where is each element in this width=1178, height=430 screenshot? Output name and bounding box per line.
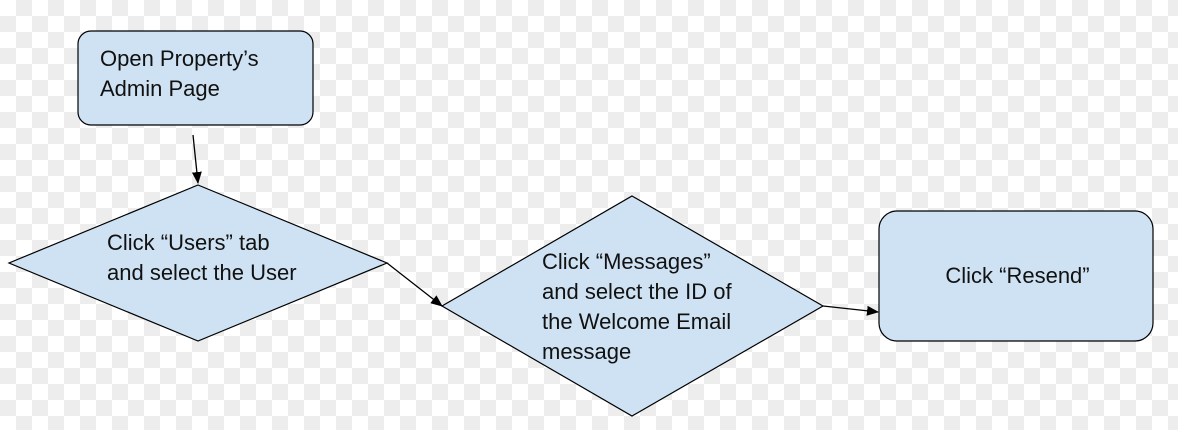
node-click-users-line-1: Click “Users” tab xyxy=(107,230,270,255)
node-click-messages-shape[interactable] xyxy=(440,195,825,417)
node-click-messages-label: Click “Messages” and select the ID of th… xyxy=(542,247,732,367)
node-click-messages-line-2: and select the ID of xyxy=(542,279,732,304)
node-click-messages-line-3: the Welcome Email xyxy=(542,309,732,334)
arrow-click-users-to-click-messages xyxy=(386,262,443,307)
node-click-users-shape[interactable] xyxy=(7,184,389,342)
arrow-click-messages-to-click-resend xyxy=(822,305,879,316)
node-click-messages-line-1: Click “Messages” xyxy=(542,249,711,274)
node-click-resend-label: Click “Resend” xyxy=(878,261,1157,291)
node-open-admin-label: Open Property’s Admin Page xyxy=(100,44,259,104)
node-click-resend-line-1: Click “Resend” xyxy=(945,263,1090,288)
node-click-users-line-2: and select the User xyxy=(107,260,297,285)
arrow-open-admin-to-click-users xyxy=(191,134,202,184)
node-open-admin-line-2: Admin Page xyxy=(100,76,220,101)
node-click-messages-line-4: message xyxy=(542,339,632,364)
node-click-users-label: Click “Users” tab and select the User xyxy=(107,228,297,288)
node-click-resend-shape[interactable] xyxy=(878,210,1154,342)
node-open-admin-shape[interactable] xyxy=(77,30,314,126)
node-open-admin-line-1: Open Property’s xyxy=(100,46,259,71)
